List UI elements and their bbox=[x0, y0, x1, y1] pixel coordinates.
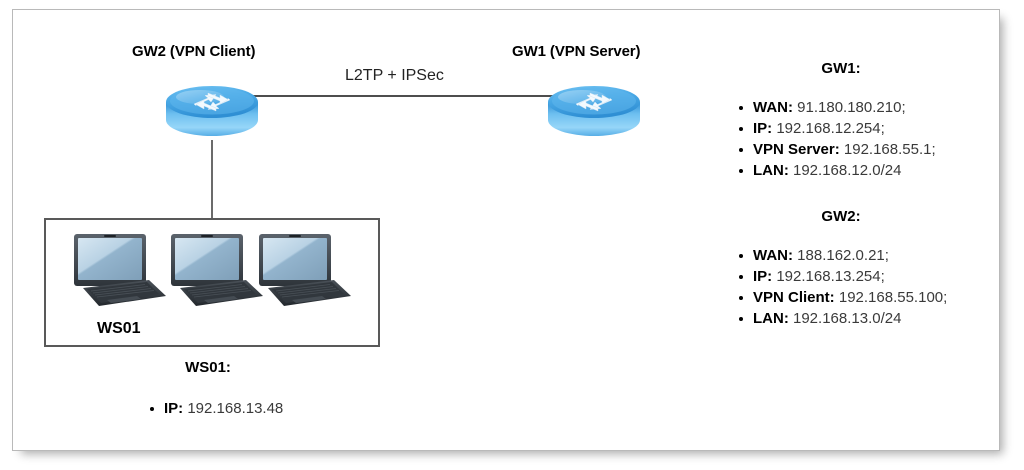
list-item-value: 192.168.55.1; bbox=[843, 141, 936, 158]
list-item-label: IP: bbox=[753, 268, 773, 285]
list-item: LAN: 192.168.13.0/24 bbox=[737, 308, 947, 329]
list-item-label: WAN: bbox=[753, 99, 793, 116]
gw2-to-lan-link bbox=[211, 140, 213, 218]
gw2-panel-list: WAN: 188.162.0.21; IP: 192.168.13.254; V… bbox=[737, 245, 947, 329]
vpn-tunnel-label: L2TP + IPSec bbox=[345, 67, 444, 84]
diagram-canvas: GW2 (VPN Client) bbox=[12, 9, 1000, 451]
list-item-label: WAN: bbox=[753, 247, 793, 264]
list-item-value: 192.168.13.254; bbox=[776, 268, 885, 285]
list-item-value: 192.168.12.254; bbox=[776, 120, 885, 137]
list-item-value: 188.162.0.21; bbox=[797, 247, 889, 264]
list-item-value: 192.168.13.48 bbox=[187, 400, 284, 417]
list-item: VPN Client: 192.168.55.100; bbox=[737, 287, 947, 308]
workstation-icon-2 bbox=[168, 232, 266, 315]
list-item-label: IP: bbox=[164, 400, 184, 417]
lan-segment-box bbox=[44, 218, 380, 347]
vpn-tunnel-link bbox=[250, 95, 560, 97]
list-item-label: VPN Client: bbox=[753, 289, 835, 306]
list-item-label: LAN: bbox=[753, 162, 789, 179]
list-item: IP: 192.168.12.254; bbox=[737, 118, 936, 139]
list-item: WAN: 188.162.0.21; bbox=[737, 245, 947, 266]
gw2-router-icon bbox=[164, 80, 260, 145]
list-item-value: 192.168.12.0/24 bbox=[793, 162, 902, 179]
list-item: LAN: 192.168.12.0/24 bbox=[737, 160, 936, 181]
list-item: IP: 192.168.13.48 bbox=[148, 398, 283, 419]
gw1-node-label: GW1 (VPN Server) bbox=[512, 43, 641, 60]
gw2-panel-heading: GW2: bbox=[821, 208, 861, 225]
gw1-panel-heading: GW1: bbox=[821, 60, 861, 77]
workstation-icon-1 bbox=[71, 232, 169, 315]
list-item-value: 192.168.55.100; bbox=[838, 289, 948, 306]
workstation-icon-3 bbox=[256, 232, 354, 315]
list-item-label: IP: bbox=[753, 120, 773, 137]
lan-box-label: WS01 bbox=[97, 320, 141, 337]
ws01-panel-list: IP: 192.168.13.48 bbox=[148, 398, 283, 419]
ws01-panel-heading: WS01: bbox=[185, 359, 231, 376]
list-item-label: VPN Server: bbox=[753, 141, 840, 158]
list-item-value: 192.168.13.0/24 bbox=[793, 310, 902, 327]
list-item: VPN Server: 192.168.55.1; bbox=[737, 139, 936, 160]
gw1-router-icon bbox=[546, 80, 642, 145]
list-item: WAN: 91.180.180.210; bbox=[737, 97, 936, 118]
list-item-label: LAN: bbox=[753, 310, 789, 327]
gw1-panel-list: WAN: 91.180.180.210; IP: 192.168.12.254;… bbox=[737, 97, 936, 181]
list-item-value: 91.180.180.210; bbox=[797, 99, 906, 116]
gw2-node-label: GW2 (VPN Client) bbox=[132, 43, 256, 60]
list-item: IP: 192.168.13.254; bbox=[737, 266, 947, 287]
